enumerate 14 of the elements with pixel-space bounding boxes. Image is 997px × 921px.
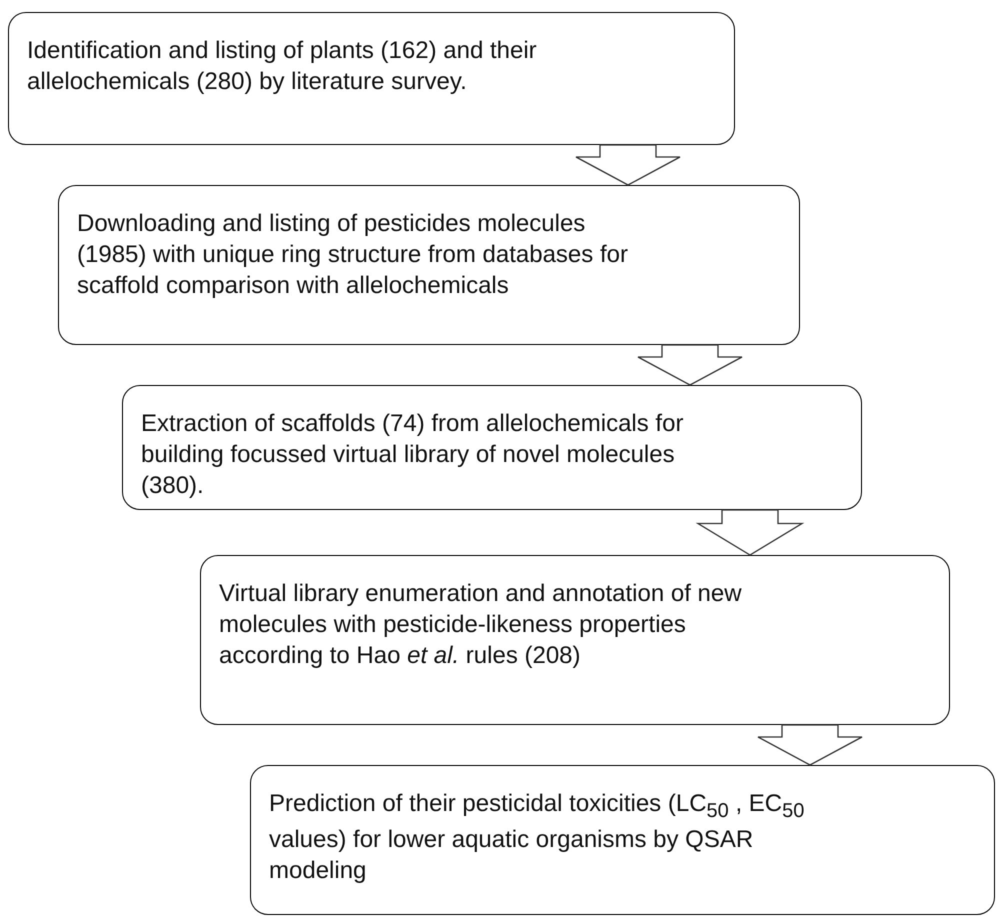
step-text: Virtual library enumeration and annotation of new molecules with pesticide-likeness properties according to Hao et al. rules (208) [219,579,743,672]
process-box [250,765,995,915]
block-arrow [757,724,863,766]
step-text: Extraction of scaffolds (74) from allelochemicals for building focussed virtual library of novel molecules (380). [141,409,684,502]
block-arrow [575,144,681,186]
process-box [200,555,950,725]
block-arrow [696,509,804,556]
process-box [58,185,800,345]
block-arrow [637,344,743,386]
step-text: Downloading and listing of pesticides molecules (1985) with unique ring structure from databases for scaffold comparison with allelochemicals [77,209,629,302]
process-box [122,385,862,510]
step-text: Prediction of their pesticidal toxicities (LC$_{50}$ , EC$_{50}$ values) for lower aquatic organisms by QSAR modeling [269,789,806,886]
step-text: Identification and listing of plants (162) and their allelochemicals (280) by literature survey. [27,36,538,98]
process-box [8,12,735,145]
